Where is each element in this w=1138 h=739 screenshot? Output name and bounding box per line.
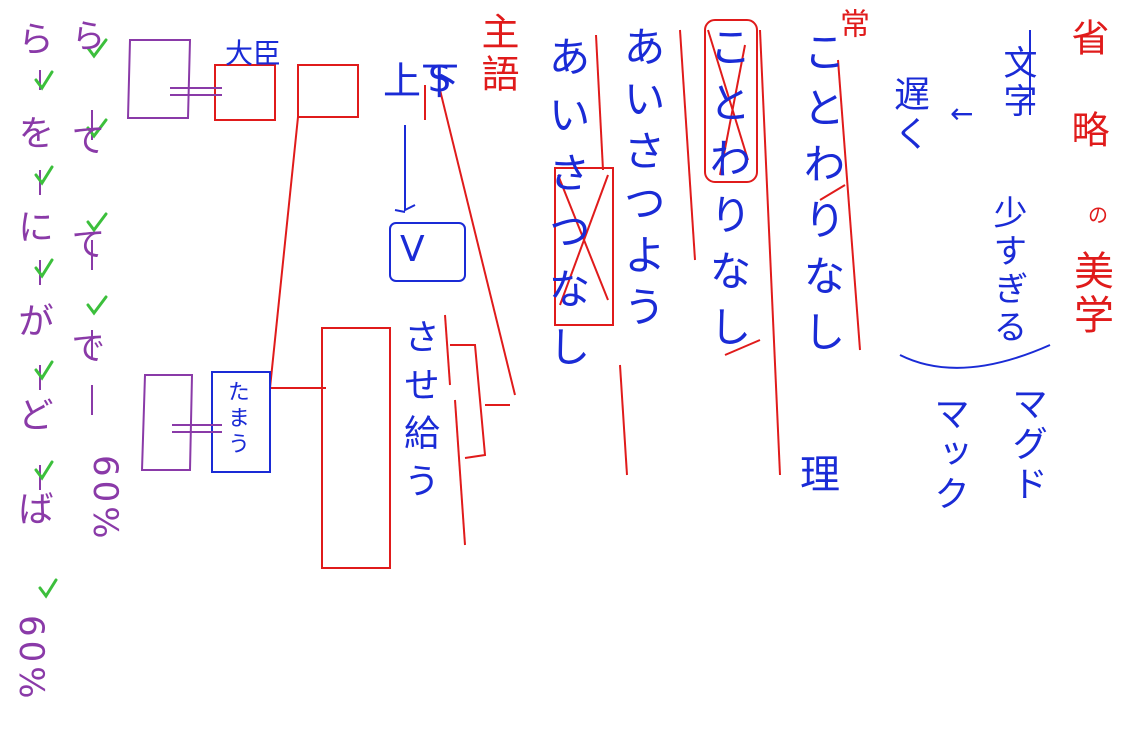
red-vline-5 xyxy=(837,59,861,351)
sasetamau-label: させ給う xyxy=(398,318,439,510)
particle: て xyxy=(65,122,105,226)
tamau-label: たまう xyxy=(224,380,249,458)
red-dash-1 xyxy=(819,184,846,201)
red-strokes xyxy=(214,19,861,569)
makku-label: マック xyxy=(928,395,969,515)
daijin-label: 大臣 xyxy=(225,37,282,70)
cross-line-1 xyxy=(557,174,609,301)
checkmarks xyxy=(34,38,108,599)
check-icon xyxy=(34,165,54,186)
jou-label: 常 xyxy=(834,8,869,42)
red-vline-4 xyxy=(759,29,781,476)
particle: ら xyxy=(12,20,53,114)
aisatsu-box xyxy=(554,167,614,326)
magudo-label: マグド xyxy=(1006,385,1047,505)
particle: を xyxy=(12,114,53,208)
particle: ば xyxy=(12,490,53,584)
ainashi-label: あいさつなし xyxy=(542,35,591,383)
red-vline-1 xyxy=(595,34,604,171)
bracket-1 xyxy=(444,314,451,386)
shugo-label: 主語 xyxy=(475,12,519,96)
check-icon xyxy=(86,38,108,59)
particle: ど xyxy=(12,396,53,490)
particle: て xyxy=(65,226,105,330)
s-label: S xyxy=(428,59,451,100)
particle: が xyxy=(12,302,53,396)
empty-box-top xyxy=(297,64,359,118)
bigaku-label: 美学 xyxy=(1067,250,1113,338)
blue-strokes xyxy=(211,30,1051,473)
left-arrow-icon: ← xyxy=(950,97,974,130)
bracket-4 xyxy=(454,399,466,546)
v-label: V xyxy=(400,229,425,270)
tamau-box xyxy=(211,371,271,473)
cross-line-2 xyxy=(559,174,609,306)
particle: ら xyxy=(65,18,105,122)
check-icon xyxy=(34,70,54,91)
kotowarinashi2-label: ことわりなし xyxy=(703,25,752,361)
bracket-2 xyxy=(450,344,487,459)
title-ryaku: 略 xyxy=(1065,110,1109,152)
brace-curve xyxy=(899,344,1051,369)
purple-box-bottom xyxy=(140,374,194,471)
daijin-box xyxy=(214,64,276,121)
check-icon xyxy=(86,295,108,316)
red-vline-2 xyxy=(679,29,696,261)
check-icon xyxy=(38,578,58,599)
particles-col2: らててで xyxy=(65,18,105,434)
check-icon xyxy=(34,460,54,481)
purple-box-top xyxy=(126,39,192,119)
particle: に xyxy=(12,208,53,302)
check-icon xyxy=(34,258,54,279)
red-vline-3 xyxy=(619,364,628,476)
particles-col1: らをにがどば xyxy=(12,20,53,584)
percent-label-1: 60% xyxy=(85,455,125,543)
connector-line-1 xyxy=(269,116,299,389)
sukunasugiru-label: 少すぎる xyxy=(987,195,1027,347)
no-particle: の xyxy=(1088,203,1108,227)
koto-box xyxy=(704,19,758,183)
koto-cross-2 xyxy=(719,44,746,176)
v-box xyxy=(389,222,466,282)
red-dash-2 xyxy=(724,339,761,356)
check-icon xyxy=(86,212,108,233)
osoi-label: 遅く xyxy=(888,75,929,155)
kotowarinashi-label: ことわりなし xyxy=(797,30,846,366)
aisatsuyou-label: あいさつよう xyxy=(617,25,666,337)
diagonal-line xyxy=(439,89,516,396)
check-icon xyxy=(86,118,108,139)
percent-label-2: 60% xyxy=(11,615,51,703)
koto-cross-1 xyxy=(707,29,749,161)
title-sho: 省 xyxy=(1065,18,1109,60)
check-icon xyxy=(34,360,54,381)
empty-box-tall xyxy=(321,327,391,569)
down-arrow-head xyxy=(394,209,406,213)
jouge-label: 上下 xyxy=(383,59,460,103)
particle: で xyxy=(65,330,105,434)
moji-label: 文字 xyxy=(997,45,1037,121)
ri-label: 理 xyxy=(800,452,840,498)
down-arrow xyxy=(404,125,416,212)
